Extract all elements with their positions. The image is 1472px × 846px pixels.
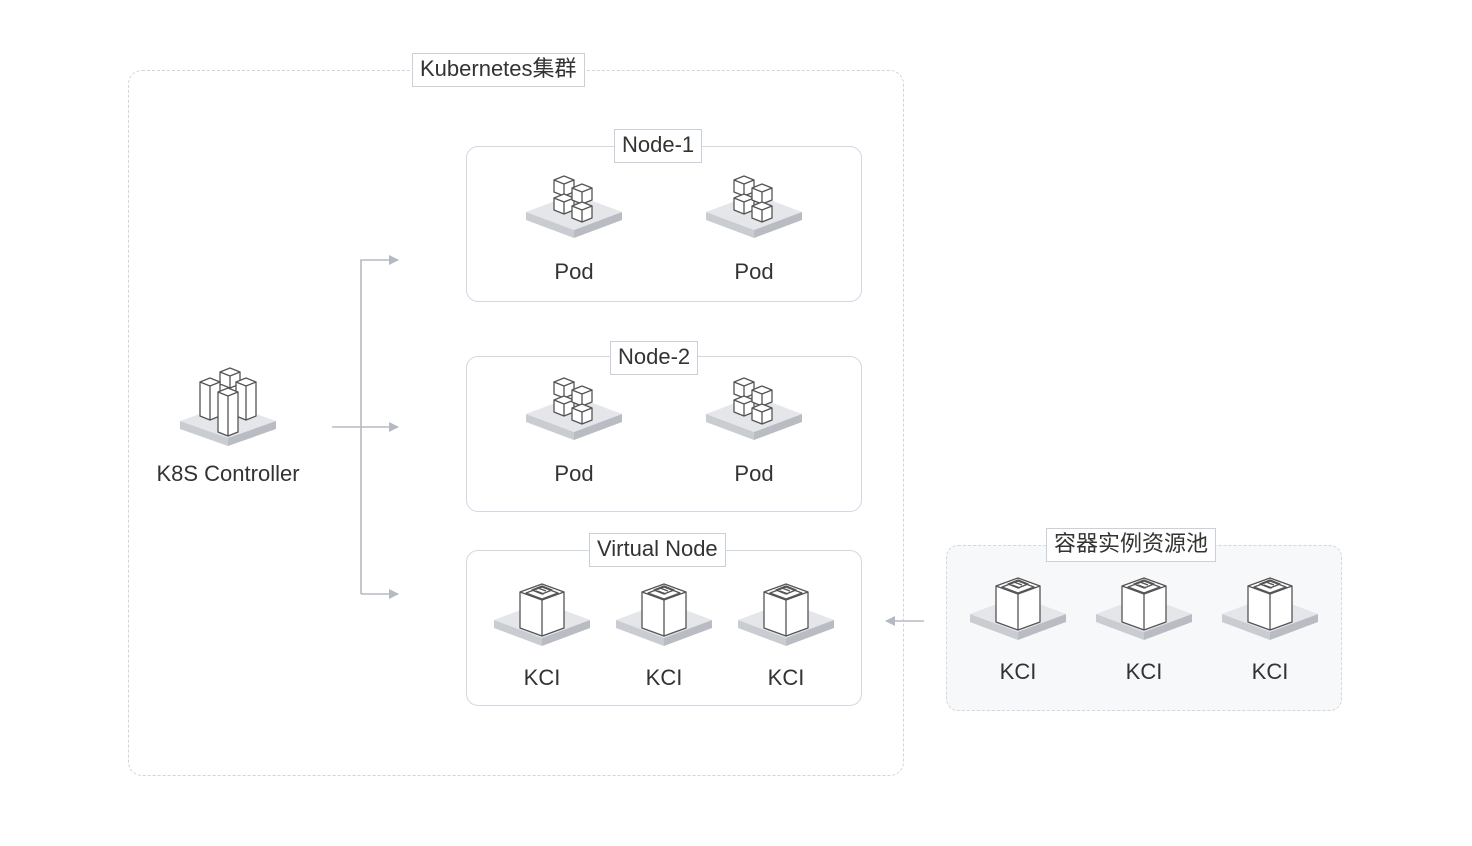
pod-icon (706, 175, 802, 238)
kci-label: KCI (645, 665, 683, 690)
kci-label: KCI (999, 659, 1037, 684)
kci-label: KCI (767, 665, 805, 690)
cluster-title: Kubernetes集群 (412, 53, 585, 87)
kci-label: KCI (1125, 659, 1163, 684)
kci-instance-icon (1222, 577, 1318, 640)
pod-label: Pod (734, 259, 774, 284)
pod-label: Pod (554, 259, 594, 284)
kci-instance-icon (494, 583, 590, 646)
pod-icon (526, 377, 622, 440)
kci-label: KCI (523, 665, 561, 690)
kci-instance-icon (616, 583, 712, 646)
node-1-box (466, 146, 862, 302)
node-2-box (466, 356, 862, 512)
node-2-title: Node-2 (610, 341, 699, 375)
controller-label: K8S Controller (156, 461, 300, 486)
pod-icon (706, 377, 802, 440)
pod-label: Pod (734, 461, 774, 486)
virtual-node-title: Virtual Node (589, 533, 726, 567)
kci-label: KCI (1251, 659, 1289, 684)
pod-label: Pod (554, 461, 594, 486)
kci-instance-icon (970, 577, 1066, 640)
pool-title: 容器实例资源池 (1046, 528, 1217, 562)
pod-icon (526, 175, 622, 238)
kci-instance-icon (1096, 577, 1192, 640)
arrow-to-node-1 (360, 255, 399, 594)
controller-cubes-icon (180, 367, 276, 446)
kci-instance-icon (738, 583, 834, 646)
node-1-title: Node-1 (614, 129, 703, 163)
